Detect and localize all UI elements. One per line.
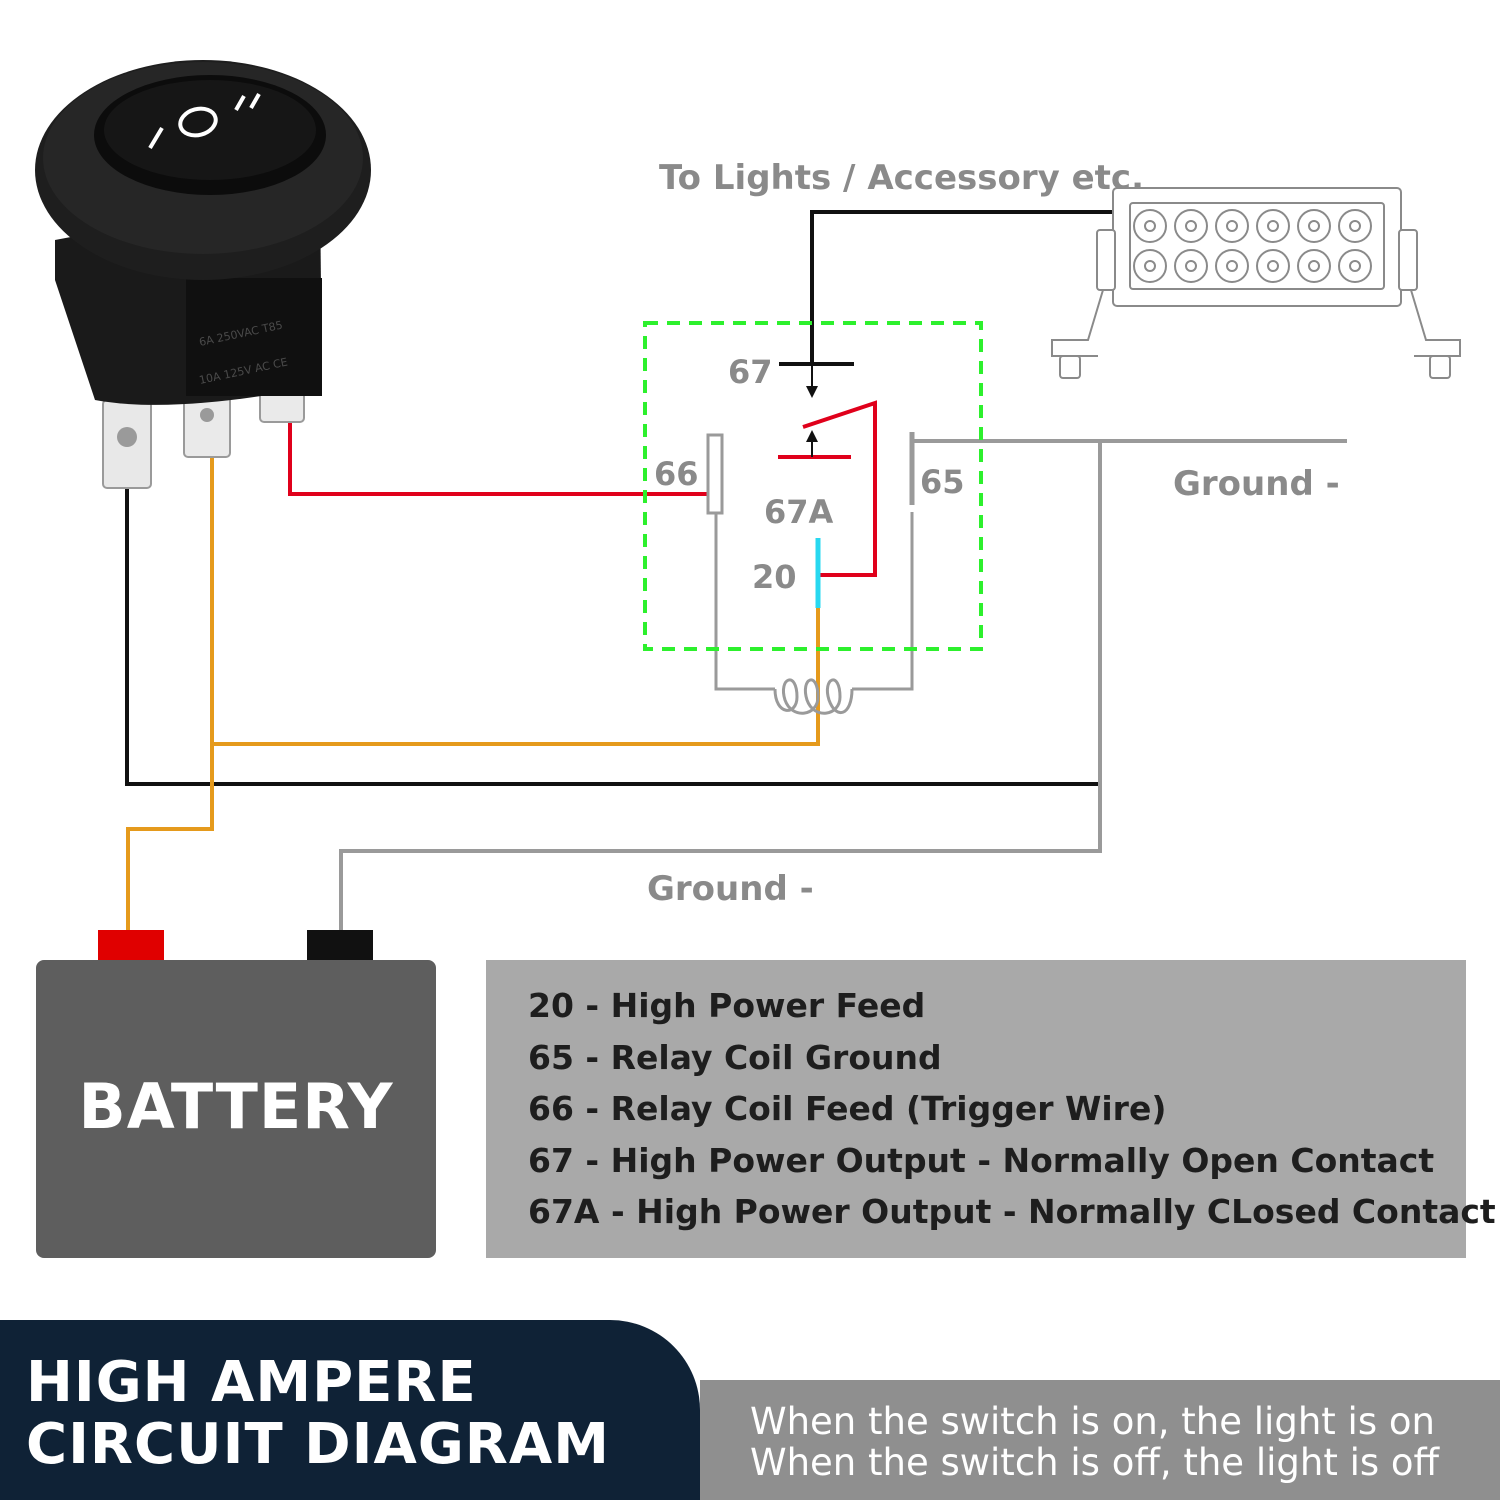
- light-bar-bracket-right: [1410, 289, 1461, 357]
- orange-feed-wire: [126, 455, 214, 930]
- light-bar-bolt-right: [1429, 355, 1451, 379]
- page-title: HIGH AMPERE CIRCUIT DIAGRAM: [26, 1352, 610, 1476]
- pin-20-label: 20: [752, 558, 797, 596]
- coil-lead-right: [852, 512, 914, 691]
- switching-arm: [802, 400, 877, 577]
- ground-label-bottom: Ground -: [647, 869, 814, 909]
- terminal-66: [706, 433, 724, 515]
- black-ground-wire: [125, 480, 1100, 786]
- light-bar-end-left: [1096, 229, 1116, 291]
- pin-66-label: 66: [654, 455, 699, 493]
- legend-item: 66 - Relay Coil Feed (Trigger Wire): [528, 1089, 1167, 1128]
- title-panel: [0, 1320, 700, 1500]
- light-bar-bolt-left: [1059, 355, 1081, 379]
- switch-note: When the switch is on, the light is on W…: [750, 1401, 1439, 1483]
- wires: [125, 210, 1347, 930]
- note-panel: [700, 1380, 1500, 1500]
- pin-65-label: 65: [920, 463, 965, 501]
- orange-pin20-wire: [212, 608, 820, 746]
- battery-negative-terminal: [307, 930, 373, 960]
- title-line-1: HIGH AMPERE: [26, 1350, 477, 1415]
- battery-icon: [36, 960, 436, 1258]
- title-line-2: CIRCUIT DIAGRAM: [26, 1412, 610, 1477]
- legend-item: 67A - High Power Output - Normally CLose…: [528, 1192, 1496, 1231]
- pin-67a-label: 67A: [764, 493, 834, 531]
- legend-item: 67 - High Power Output - Normally Open C…: [528, 1140, 1435, 1180]
- contact-67-arrow-head: [806, 386, 818, 398]
- switch-body-front: [186, 278, 322, 396]
- to-lights-label: To Lights / Accessory etc.: [659, 158, 1144, 198]
- switch-terminal-middle: [183, 394, 231, 458]
- pin-67-label: 67: [728, 353, 773, 391]
- relay-coil-icon: [773, 678, 854, 715]
- light-bar-end-right: [1398, 229, 1418, 291]
- light-bar-leds: [1133, 209, 1372, 283]
- legend-item: 20 - High Power Feed: [528, 986, 926, 1025]
- note-line-2: When the switch is off, the light is off: [750, 1441, 1440, 1484]
- led-light-bar-icon: [1051, 187, 1461, 379]
- coil-lead-left: [714, 512, 775, 691]
- battery-positive-terminal: [98, 930, 164, 960]
- gray-ground-wire-down: [339, 441, 1102, 930]
- relay-internals: [706, 362, 915, 715]
- red-trigger-wire: [288, 420, 709, 496]
- legend-item: 65 - Relay Coil Ground: [528, 1037, 942, 1077]
- pin-legend-list: 20 - High Power Feed 65 - Relay Coil Gro…: [486, 960, 1496, 1238]
- light-bar-bracket-left: [1051, 289, 1104, 357]
- battery-label: BATTERY: [78, 1070, 394, 1143]
- ground-label-right: Ground -: [1173, 464, 1340, 504]
- pin-legend: 20 - High Power Feed 65 - Relay Coil Gro…: [486, 960, 1496, 1258]
- black-output-wire: [810, 210, 1115, 364]
- note-line-1: When the switch is on, the light is on: [750, 1400, 1435, 1443]
- contact-67a-arrow-head: [806, 430, 818, 442]
- rocker-switch-icon: 6A 250VAC T85 10A 125V AC CE: [35, 60, 371, 489]
- switch-position-marks: [148, 93, 261, 150]
